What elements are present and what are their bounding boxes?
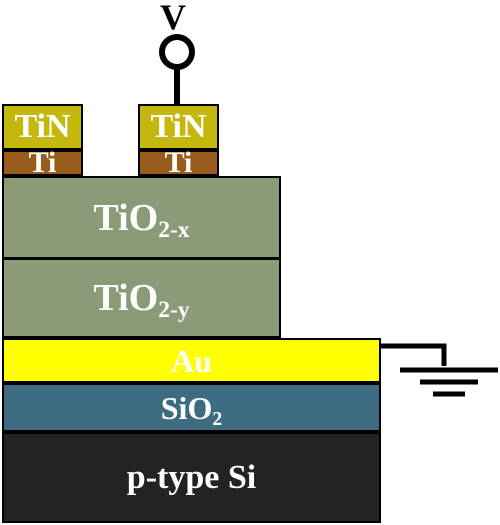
ground-icon <box>381 343 498 397</box>
tio2-y-layer: TiO2-y <box>2 258 281 338</box>
ti-contact-left: Ti <box>2 146 83 179</box>
ti-contact-right: Ti <box>138 146 219 179</box>
si-label: p-type Si <box>126 458 257 496</box>
sio2-layer: SiO2 <box>2 383 381 432</box>
ti-label-left: Ti <box>28 146 57 179</box>
tio2-x-layer: TiO2-x <box>2 176 281 259</box>
ti-label-right: Ti <box>164 146 193 179</box>
voltage-terminal-icon <box>159 34 195 104</box>
tin-contact-right: TiN <box>138 104 219 150</box>
tin-label-left: TiN <box>14 108 71 145</box>
p-type-si-substrate: p-type Si <box>2 432 381 523</box>
tio2-y-label: TiO2-y <box>93 277 190 324</box>
tin-label-right: TiN <box>150 108 207 145</box>
sio2-label: SiO2 <box>160 389 223 430</box>
tin-contact-left: TiN <box>2 104 83 150</box>
tio2-x-label: TiO2-x <box>93 196 190 243</box>
au-label: Au <box>171 342 212 379</box>
voltage-label: V <box>160 0 186 37</box>
au-bottom-electrode: Au <box>2 338 381 383</box>
